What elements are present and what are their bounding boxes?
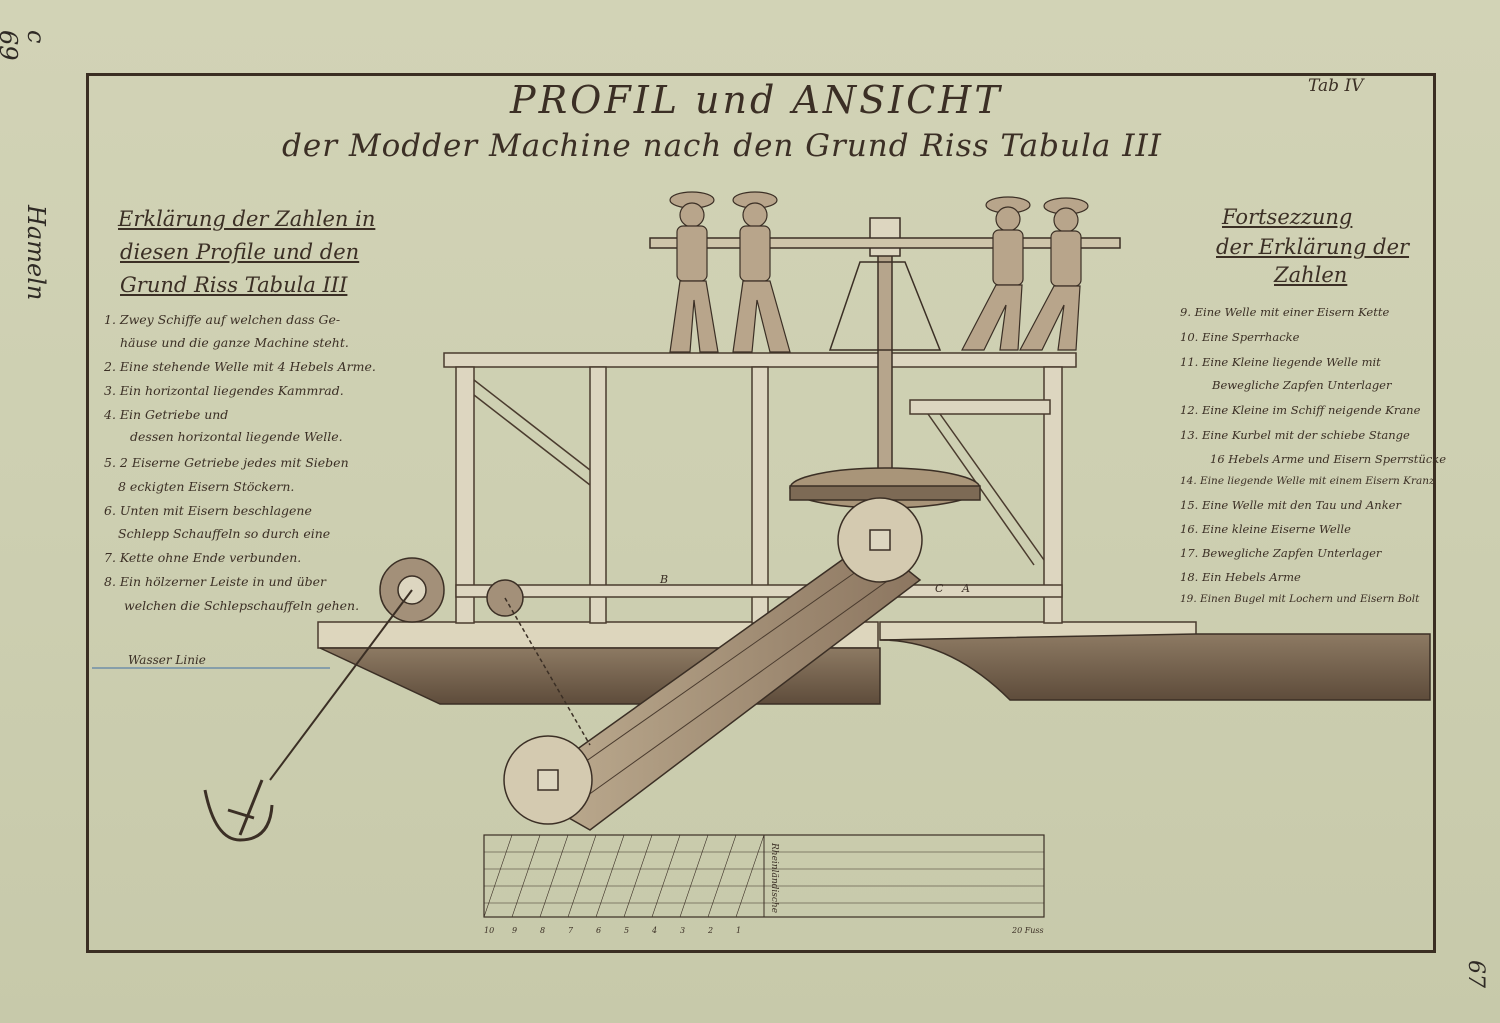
anchor — [203, 779, 274, 842]
legend-left-item: dessen horizontal liegende Welle. — [130, 429, 343, 444]
legend-right-item: 19. Einen Bugel mit Lochern und Eisern B… — [1180, 593, 1420, 605]
scale-tick: 9 — [512, 926, 517, 935]
scale-unit: 20 Fuss — [1011, 926, 1044, 935]
scale-bar — [483, 834, 1045, 918]
legend-left-heading-3: Grund Riss Tabula III — [120, 273, 348, 297]
legend-left-item: 8. Ein hölzerner Leiste in und über — [104, 574, 327, 589]
worker-figure — [732, 191, 791, 353]
legend-right-item: 13. Eine Kurbel mit der schiebe Stange — [1180, 428, 1410, 442]
legend-right-item: 15. Eine Welle mit den Tau und Anker — [1180, 498, 1401, 512]
crown-wheel — [789, 467, 981, 509]
plate-number: Tab IV — [1308, 76, 1364, 96]
legend-right-item: 10. Eine Sperrhacke — [1180, 330, 1300, 344]
legend-right-item: 18. Ein Hebels Arme — [1180, 570, 1301, 584]
legend-left-item: Schlepp Schauffeln so durch eine — [118, 526, 331, 541]
legend-right-item: 11. Eine Kleine liegende Welle mit — [1180, 355, 1381, 369]
upper-chain-wheel — [837, 497, 923, 583]
legend-left-heading-1: Erklärung der Zahlen in — [118, 207, 376, 231]
workers — [669, 191, 1089, 353]
right-hull — [879, 621, 1431, 701]
legend-right-heading-3: Zahlen — [1274, 263, 1348, 287]
legend-left-item: welchen die Schlepschauffeln gehen. — [124, 598, 360, 613]
legend-left-item: 1. Zwey Schiffe auf welchen dass Ge- — [104, 312, 341, 327]
timber-frame — [443, 352, 1077, 624]
worker-figure — [669, 191, 719, 353]
legend-right-heading-1: Fortsezzung — [1222, 205, 1353, 229]
capstan-shaft — [649, 217, 1121, 471]
water-line-label: Wasser Linie — [128, 653, 206, 667]
ratchet-wheel — [269, 557, 591, 781]
scale-tick: 5 — [624, 926, 629, 935]
plate-subtitle: der Modder Machine nach den Grund Riss T… — [282, 128, 1162, 164]
legend-right-item: 17. Bewegliche Zapfen Unterlager — [1180, 546, 1382, 560]
legend-left-item: häuse und die ganze Machine steht. — [120, 335, 349, 350]
legend-left-item: 8 eckigten Eisern Stöckern. — [118, 479, 295, 494]
scale-tick: 1 — [736, 926, 741, 935]
legend-left-item: 3. Ein horizontal liegendes Kammrad. — [104, 383, 344, 398]
scale-tick: 3 — [680, 926, 685, 935]
legend-right-item: 12. Eine Kleine im Schiff neigende Krane — [1180, 403, 1421, 417]
scale-tick: 4 — [651, 926, 657, 935]
scale-tick: 6 — [596, 926, 601, 935]
legend-left-item: 4. Ein Getriebe und — [104, 407, 229, 422]
legend-right-item: Bewegliche Zapfen Unterlager — [1212, 378, 1392, 392]
scale-tick: 8 — [540, 926, 545, 935]
part-label: C — [935, 582, 944, 595]
legend-left-item: 2. Eine stehende Welle mit 4 Hebels Arme… — [104, 359, 376, 374]
scale-tick: 2 — [707, 926, 713, 935]
scale-label: Rheinländische — [769, 842, 779, 913]
part-label: B — [659, 573, 668, 586]
legend-left-item: 7. Kette ohne Ende verbunden. — [104, 550, 302, 565]
plate-title: PROFIL und ANSICHT — [510, 78, 1003, 122]
scale-tick: 7 — [568, 926, 574, 935]
legend-right-item: 16 Hebels Arme und Eisern Sperrstücke — [1210, 452, 1447, 466]
worker-figure — [1019, 197, 1089, 351]
worker-figure — [961, 196, 1031, 351]
legend-right-item: 16. Eine kleine Eiserne Welle — [1180, 522, 1351, 536]
legend-left-item: 6. Unten mit Eisern beschlagene — [104, 503, 312, 518]
plate-border — [86, 73, 1436, 953]
lower-chain-wheel — [503, 735, 593, 825]
legend-right-item: 14. Eine liegende Welle mit einem Eisern… — [1180, 475, 1435, 487]
part-label: A — [961, 582, 970, 595]
scale-ticks: 10 9 8 7 6 5 4 3 2 1 — [484, 926, 741, 935]
legend-right-heading-2: der Erklärung der — [1216, 235, 1410, 259]
legend-left-heading-2: diesen Profile und den — [120, 240, 360, 264]
legend-left-item: 5. 2 Eiserne Getriebe jedes mit Sieben — [104, 455, 349, 470]
legend-right-item: 9. Eine Welle mit einer Eisern Kette — [1180, 305, 1390, 319]
scale-tick: 10 — [484, 926, 494, 935]
